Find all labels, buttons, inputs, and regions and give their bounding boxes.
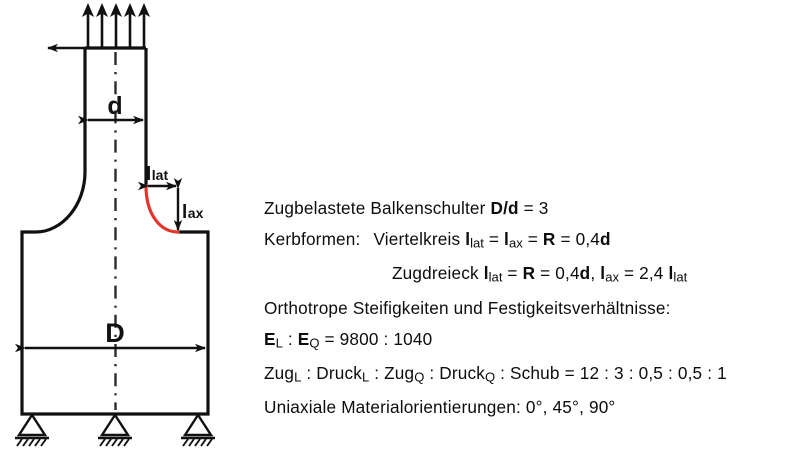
text-segment: = xyxy=(483,229,505,249)
text-segment: E xyxy=(264,328,276,349)
text-segment: : Schub = 12 : 3 : 0,5 : 0,5 : 1 xyxy=(495,363,727,384)
text-line-shoulder-ratio: Zugbelastete Balkenschulter D/d = 3 xyxy=(264,193,796,224)
text-segment: = 0,4 xyxy=(555,229,601,249)
text-segment: l xyxy=(504,229,509,249)
text-segment: lat xyxy=(673,269,688,285)
text-segment: L xyxy=(294,369,302,385)
text-line-notch-forms-quarter-circle: Kerbformen:Viertelkreis llat = lax = R =… xyxy=(264,224,796,258)
dimension-d-label: d xyxy=(107,92,122,120)
text-segment: : Zug xyxy=(369,363,415,384)
text-segment: Uniaxiale Materialorientierungen: 0°, 45… xyxy=(264,397,616,418)
text-segment: l xyxy=(668,263,674,284)
text-segment: Zugbelastete Balkenschulter xyxy=(264,198,491,218)
text-segment: Kerbformen: xyxy=(264,229,361,249)
text-segment: Q xyxy=(309,335,320,351)
text-segment: = 3 xyxy=(518,198,549,218)
load-arrow-1 xyxy=(82,3,94,48)
text-segment: l xyxy=(483,263,489,284)
load-arrow-4 xyxy=(124,3,136,48)
text-segment: L xyxy=(275,335,283,351)
load-arrow-3 xyxy=(110,3,122,48)
text-segment: Zugdreieck xyxy=(392,263,484,284)
text-segment: = xyxy=(522,229,543,249)
text-segment: = 2,4 xyxy=(619,263,669,284)
text-segment: d xyxy=(579,263,591,284)
text-segment: : Druck xyxy=(424,363,486,384)
text-segment: , xyxy=(590,263,601,284)
text-segment: lat xyxy=(470,235,484,251)
text-line-orthotropic-heading: Orthotrope Steifigkeiten und Festigkeits… xyxy=(264,293,796,324)
text-segment: : Druck xyxy=(301,363,362,384)
specimen-outline xyxy=(20,48,210,416)
dimension-l-lat-label: llat xyxy=(146,164,168,185)
text-segment: D/d xyxy=(490,198,519,218)
load-arrow-2 xyxy=(96,3,108,48)
text-segment: E xyxy=(297,328,310,349)
text-segment: l xyxy=(465,229,471,249)
dimension-l-lat: llat xyxy=(138,164,177,191)
tensile-load-arrow-group xyxy=(82,3,150,48)
text-segment: l xyxy=(600,263,606,284)
text-segment: ax xyxy=(509,235,523,251)
load-arrow-5 xyxy=(138,3,150,48)
text-line-notch-forms-tension-triangle: Zugdreieck llat = R = 0,4d, lax = 2,4 ll… xyxy=(264,258,796,292)
text-line-strength-ratio: ZugL : DruckL : ZugQ : DruckQ : Schub = … xyxy=(264,358,796,392)
description-text-block: Zugbelastete Balkenschulter D/d = 3 Kerb… xyxy=(264,193,796,423)
pinned-support-middle xyxy=(98,412,132,447)
dimension-l-ax: lax xyxy=(173,178,204,231)
text-segment: = 9800 : 1040 xyxy=(319,328,433,349)
text-line-material-orientations: Uniaxiale Materialorientierungen: 0°, 45… xyxy=(264,392,796,423)
beam-shoulder-diagram: d D llat lax xyxy=(15,3,215,447)
dimension-l-ax-label: lax xyxy=(182,202,204,223)
text-segment: = 0,4 xyxy=(535,263,580,284)
text-segment: Zug xyxy=(264,363,295,384)
dimension-d: d xyxy=(78,92,144,125)
text-segment: : xyxy=(282,328,298,349)
text-segment: Q xyxy=(485,369,496,385)
text-segment: R xyxy=(542,229,556,249)
text-segment: Orthotrope Steifigkeiten und Festigkeits… xyxy=(264,297,671,318)
text-segment: lat xyxy=(488,269,503,285)
text-segment: Viertelkreis xyxy=(373,229,466,249)
text-segment: ax xyxy=(605,269,619,285)
text-segment: d xyxy=(600,229,611,249)
dimension-D: D xyxy=(15,318,206,353)
text-segment: R xyxy=(522,263,536,284)
text-segment: Q xyxy=(414,369,425,385)
notch-contour-highlight xyxy=(144,184,180,234)
pinned-support-left xyxy=(15,412,49,447)
text-segment: = xyxy=(502,263,523,284)
dimension-D-label: D xyxy=(105,318,125,348)
pinned-supports xyxy=(15,412,215,447)
pinned-support-right xyxy=(181,412,215,447)
text-line-stiffness-ratio: EL : EQ = 9800 : 1040 xyxy=(264,324,796,358)
text-segment: L xyxy=(362,369,370,385)
